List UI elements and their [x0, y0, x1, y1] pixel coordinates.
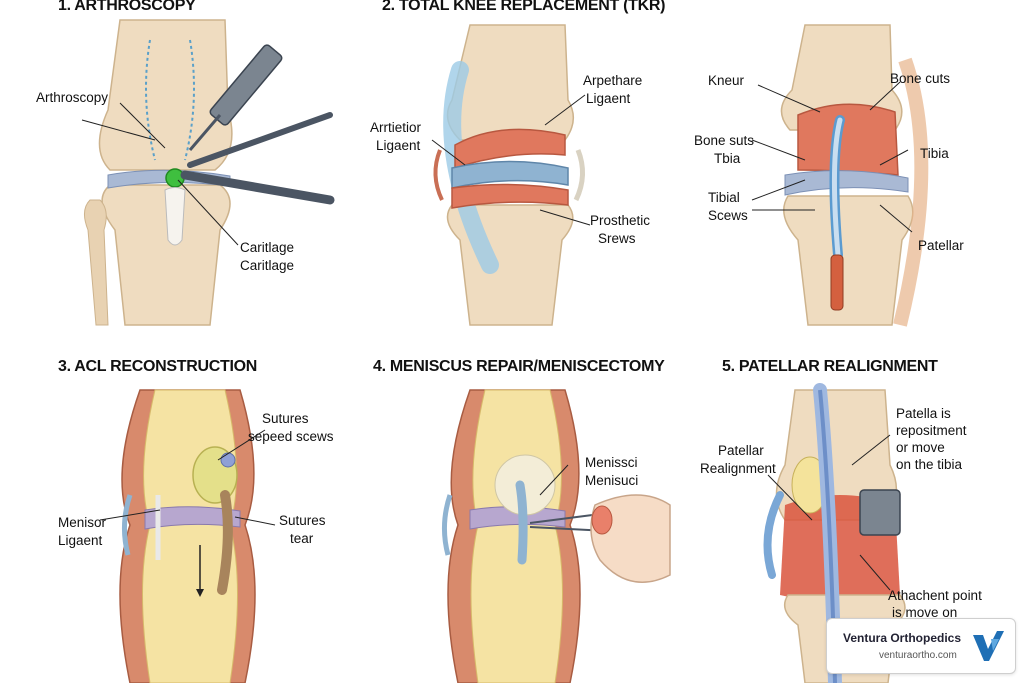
label-scews: Scews	[708, 208, 748, 223]
label-is-move-on: is move on	[892, 605, 958, 620]
tkr-illustration	[431, 24, 591, 326]
label-arthroscopy: Arthroscopy	[36, 90, 109, 105]
panel-title-tkr: 2. TOTAL KNEE REPLACEMENT (TKR)	[382, 0, 666, 14]
label-ligaent-top: Ligaent	[586, 91, 631, 106]
brand-url[interactable]: venturaortho.com	[879, 650, 957, 661]
panel-title-acl: 3. ACL RECONSTRUCTION	[58, 358, 258, 375]
label-sutures-top: Sutures	[262, 411, 309, 426]
label-sepeed-scews: sepeed scews	[248, 429, 334, 444]
panel-bone-cuts: Kneur Bone cuts Bone suts Tbia Tibia Tib…	[680, 0, 1024, 330]
arthroscopy-illustration	[0, 0, 340, 330]
label-bone-suts: Bone suts	[694, 133, 755, 148]
panel-total-knee-replacement: 2. TOTAL KNEE REPLACEMENT (TKR) Arpethar…	[340, 0, 680, 330]
meniscus-illustration	[442, 389, 671, 683]
label-repositment: repositment	[896, 423, 967, 438]
label-ligaent-left: Ligaent	[376, 138, 421, 153]
label-menissci: Menissci	[585, 455, 638, 470]
label-tbia: Tbia	[714, 151, 741, 166]
label-arrtietior: Arrtietior	[370, 120, 422, 135]
label-prosthetic: Prosthetic	[590, 213, 651, 228]
label-menisor: Menisor	[58, 515, 107, 530]
panel-title-meniscus: 4. MENISCUS REPAIR/MENISCECTOMY	[373, 358, 665, 375]
label-bone-cuts: Bone cuts	[890, 71, 951, 86]
panel-arthroscopy: 1. ARTHROSCOPY Arthroscopy Caritlage Car…	[0, 0, 340, 330]
label-cartilage-1: Caritlage	[240, 240, 295, 255]
label-tibial: Tibial	[708, 190, 740, 205]
label-athachent-point: Athachent point	[888, 588, 982, 603]
panel-title-arthroscopy: 1. ARTHROSCOPY	[58, 0, 196, 14]
label-cartilage-2: Caritlage	[240, 258, 295, 273]
label-tear: tear	[290, 531, 314, 546]
label-kneur: Kneur	[708, 73, 745, 88]
label-arpethare: Arpethare	[583, 73, 643, 88]
label-tibia: Tibia	[920, 146, 949, 161]
label-menisuci: Menisuci	[585, 473, 639, 488]
label-patellar: Patellar	[918, 238, 964, 253]
panel-title-patellar: 5. PATELLAR REALIGNMENT	[722, 358, 938, 375]
v-checkmark-logo-icon	[973, 631, 1004, 661]
label-srews: Srews	[598, 231, 636, 246]
bone-cuts-illustration	[751, 24, 929, 327]
label-or-move: or move	[896, 440, 945, 455]
brand-badge[interactable]: Ventura Orthopedics venturaortho.com	[826, 618, 1016, 674]
label-realignment: Realignment	[700, 461, 776, 476]
panel-meniscus-repair: 4. MENISCUS REPAIR/MENISCECTOMY Menissci…	[340, 345, 680, 683]
label-on-the-tibia: on the tibia	[896, 457, 963, 472]
arthroscope-instrument	[188, 44, 283, 151]
label-sutures-bottom: Sutures	[279, 513, 326, 528]
brand-name: Ventura Orthopedics	[843, 631, 962, 645]
acl-illustration	[99, 389, 276, 683]
label-patella-is: Patella is	[896, 406, 951, 421]
label-ligaent-acl: Ligaent	[58, 533, 103, 548]
label-patellar-p6: Patellar	[718, 443, 764, 458]
panel-acl-reconstruction: 3. ACL RECONSTRUCTION Sutures sepeed sce…	[0, 345, 340, 683]
